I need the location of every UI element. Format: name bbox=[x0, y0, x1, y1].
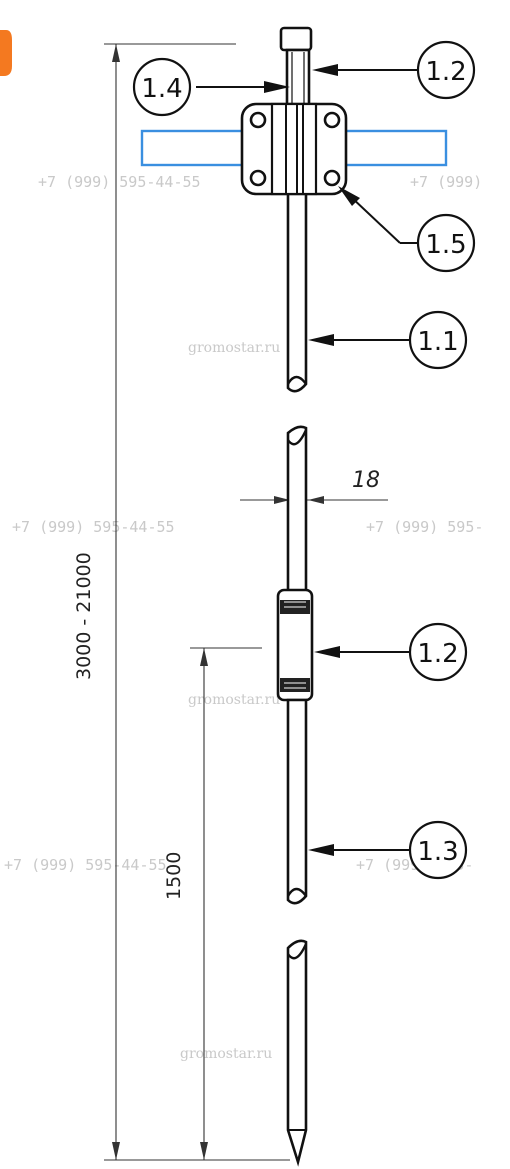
watermark-site: gromostar.ru bbox=[188, 340, 280, 356]
callout-1-2-top: 1.2 bbox=[416, 40, 476, 100]
callout-1-5: 1.5 bbox=[416, 213, 476, 273]
clamp-plate bbox=[240, 102, 348, 196]
lower-length-text: 1500 bbox=[163, 852, 185, 900]
callout-1-3: 1.3 bbox=[408, 820, 468, 880]
callout-label: 1.2 bbox=[425, 57, 466, 87]
diameter-text: 18 bbox=[352, 468, 380, 493]
bottom-rod bbox=[286, 939, 308, 1167]
watermark-phone: +7 (999) 595- bbox=[366, 518, 483, 536]
callout-label: 1.4 bbox=[141, 74, 182, 104]
lower-dimension: 1500 bbox=[163, 647, 262, 1160]
callout-1-2-mid: 1.2 bbox=[408, 622, 468, 682]
middle-rod bbox=[276, 425, 314, 905]
callout-label: 1.1 bbox=[417, 327, 458, 357]
callout-1-1: 1.1 bbox=[408, 310, 468, 370]
diameter-dimension: 18 bbox=[240, 468, 388, 504]
leader-lines bbox=[196, 64, 420, 856]
watermark-phone: +7 (999) 595-44-55 bbox=[4, 856, 167, 874]
watermark-site: gromostar.ru bbox=[188, 692, 280, 708]
watermark-site: gromostar.ru bbox=[180, 1046, 272, 1062]
watermark-phone: +7 (999) 595-44-55 bbox=[38, 173, 201, 191]
callout-label: 1.3 bbox=[417, 837, 458, 867]
overall-dimension: 3000 - 21000 bbox=[73, 43, 290, 1161]
callout-label: 1.2 bbox=[417, 639, 458, 669]
watermark-phone: +7 (999) bbox=[410, 173, 482, 191]
brand-corner-mark bbox=[0, 30, 12, 76]
callout-1-4: 1.4 bbox=[132, 57, 192, 117]
overall-length-text: 3000 - 21000 bbox=[73, 552, 95, 680]
watermark-phone: +7 (999) 595-44-55 bbox=[12, 518, 175, 536]
top-rod bbox=[279, 26, 313, 393]
callout-label: 1.5 bbox=[425, 230, 466, 260]
